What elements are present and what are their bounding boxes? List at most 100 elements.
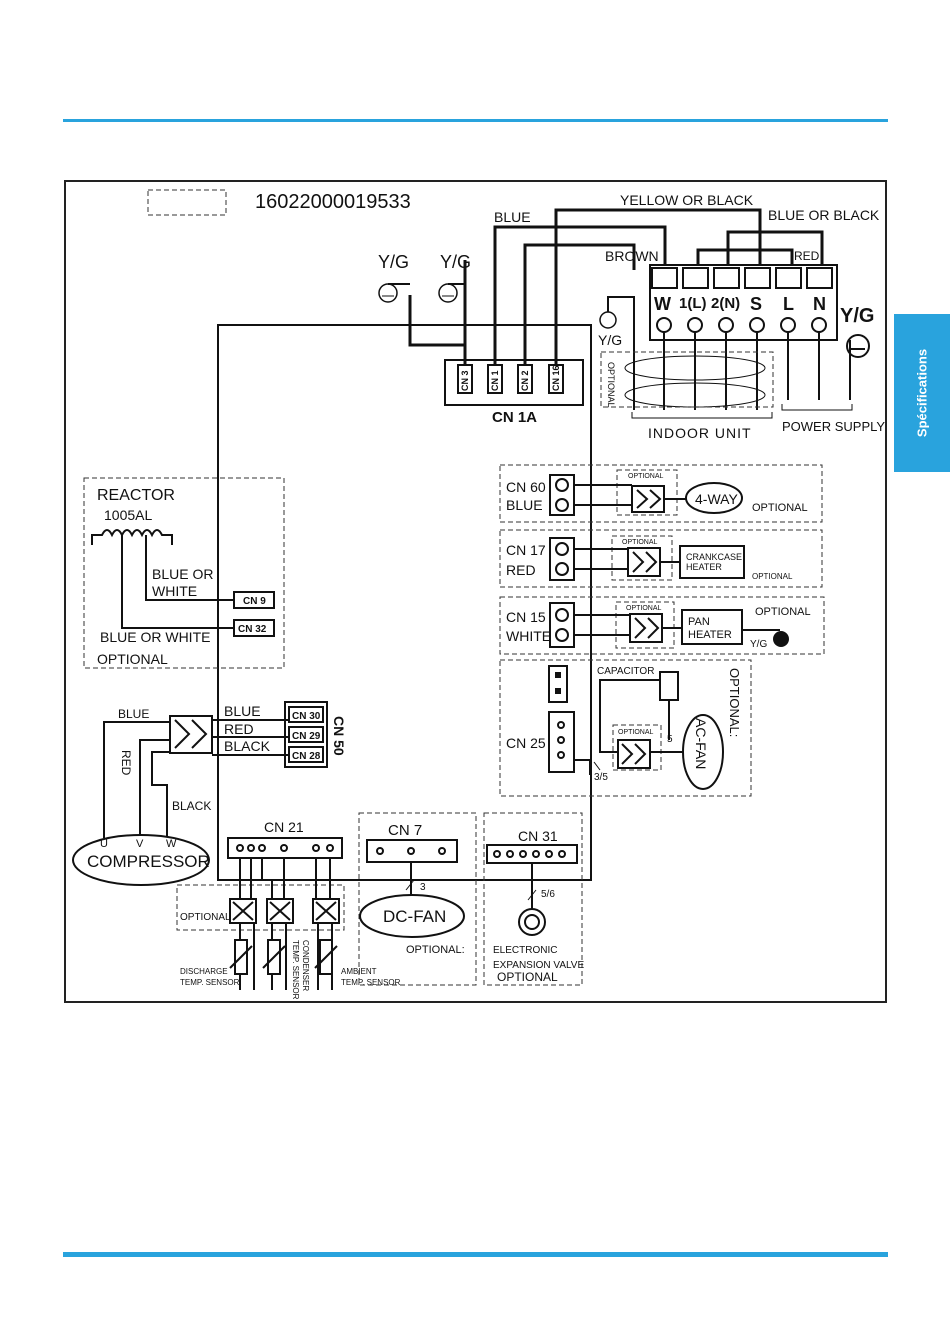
power-supply-label: POWER SUPPLY: [782, 419, 885, 434]
discharge-temp-label: TEMP. SENSOR: [180, 978, 240, 987]
reactor-optional: OPTIONAL: [97, 651, 168, 667]
optional-label: OPTIONAL: [622, 539, 658, 546]
dcfan-count: 3: [420, 882, 426, 893]
reactor-wire-white: WHITE: [152, 583, 197, 599]
relay-icon: [312, 898, 340, 924]
pan-label: PAN: [688, 616, 710, 628]
cn60-color: BLUE: [506, 497, 543, 513]
part-number: 16022000019533: [255, 191, 411, 213]
reactor-wire-blue-or: BLUE OR: [152, 566, 213, 582]
condenser-label: CONDENSER: [301, 940, 310, 991]
discharge-label: DISCHARGE: [180, 967, 228, 976]
cn29-wire: RED: [224, 721, 254, 737]
compressor: [72, 834, 210, 886]
pan-heater: [681, 609, 743, 645]
cn25-label: CN 25: [506, 735, 546, 751]
pan-ground-label: Y/G: [750, 639, 767, 650]
cn1-label: CN 1: [490, 370, 500, 391]
compressor-wire-blue: BLUE: [118, 707, 149, 721]
cn60-optional: OPTIONAL: [752, 502, 808, 514]
cn32-connector: [233, 619, 275, 637]
cn30-wire: BLUE: [224, 703, 261, 719]
cn25-box: [499, 659, 752, 797]
cn31-label: CN 31: [518, 828, 558, 844]
ground-icon: [438, 283, 465, 303]
cn21-label: CN 21: [264, 819, 304, 835]
terminal-screws: [651, 267, 833, 333]
four-way-label: 4-WAY: [695, 491, 738, 507]
indoor-optional-box: [600, 351, 774, 408]
main-pcb: [217, 324, 592, 881]
cn28-wire: BLACK: [224, 738, 271, 754]
thermistor-icon: [229, 939, 338, 975]
ground-label-4: Y/G: [598, 332, 622, 348]
cn7-optional: OPTIONAL:: [406, 944, 465, 956]
eev-label-2: EXPANSION VALVE: [493, 960, 584, 971]
ground-label-2: Y/G: [440, 252, 471, 272]
cn29-label: CN 29: [292, 731, 321, 742]
optional-label: OPTIONAL: [628, 473, 664, 480]
crankcase-heater-label: HEATER: [686, 562, 722, 572]
cn17-color: RED: [506, 562, 536, 578]
ground-label-1: Y/G: [378, 252, 409, 272]
cn15-box: [499, 596, 825, 655]
wire-yellow-or-black: YELLOW OR BLACK: [620, 192, 754, 208]
diagram-frame: [64, 180, 887, 1003]
cn17-optional: OPTIONAL: [752, 572, 793, 581]
cn25-aux-socket: [548, 665, 568, 703]
crankcase-heater: [679, 545, 745, 579]
compressor-label: COMPRESSOR: [87, 852, 210, 871]
crankcase-label: CRANKCASE: [686, 552, 742, 562]
section-tab[interactable]: Spécifications: [894, 314, 950, 472]
four-way-valve: [685, 482, 743, 514]
ambient-temp-label: TEMP. SENSOR: [341, 978, 401, 987]
wire-blue-or-black: BLUE OR BLACK: [768, 207, 880, 223]
ground-icon: [599, 296, 635, 410]
terminal-l: L: [783, 294, 794, 314]
cn25-optional: OPTIONAL:: [727, 668, 742, 737]
wire-red: RED: [794, 249, 820, 263]
cn9-label: CN 9: [243, 596, 266, 607]
reactor-wire-blue-or-white: BLUE OR WHITE: [100, 629, 210, 645]
indoor-optional-label: OPTIONAL: [606, 362, 616, 408]
eev-count: 5/6: [541, 889, 555, 900]
ac-fan-label: AC-FAN: [693, 718, 709, 769]
cn9-connector: [233, 591, 275, 609]
cn3-label: CN 3: [460, 370, 470, 391]
ground-icon: [846, 334, 870, 358]
cn31-pins: [493, 850, 566, 858]
terminal-w: W: [654, 294, 671, 314]
cn15-optional: OPTIONAL: [755, 606, 811, 618]
cn15-label: CN 15: [506, 609, 546, 625]
cn28-label: CN 28: [292, 751, 321, 762]
cn32-label: CN 32: [238, 624, 267, 635]
dc-fan-label: DC-FAN: [383, 907, 446, 926]
cn2-label: CN 2: [520, 370, 530, 391]
terminal-block: [649, 264, 838, 341]
terminal-n: N: [813, 294, 826, 314]
indoor-unit-wires: [624, 332, 851, 410]
cn1a-label: CN 1A: [492, 409, 537, 426]
acfan-count: 5: [667, 734, 673, 745]
cn7-box: [358, 812, 477, 986]
part-number-box: [147, 189, 227, 216]
relay-icon: [266, 898, 294, 924]
eev-label: ELECTRONIC: [493, 945, 557, 956]
cn15-color: WHITE: [506, 628, 551, 644]
reactor-coil: [91, 529, 173, 545]
reactor-box: [83, 477, 285, 669]
condenser-temp-label: TEMP. SENSOR: [291, 940, 300, 1000]
cn17-box: [499, 529, 823, 588]
compressor-v: V: [136, 838, 144, 850]
wire-blue: BLUE: [494, 209, 531, 225]
footer-rule: [63, 1252, 888, 1257]
reactor-label: REACTOR: [97, 487, 175, 504]
sensor-optional-label: OPTIONAL: [180, 912, 231, 923]
ground-icon: [378, 283, 410, 303]
header-rule: [63, 119, 888, 122]
cn21-pins: [236, 844, 334, 852]
compressor-w: W: [166, 838, 177, 850]
cn50-label: CN 50: [331, 716, 347, 756]
ground-label-3: Y/G: [840, 305, 874, 327]
reactor-model: 1005AL: [104, 507, 152, 523]
